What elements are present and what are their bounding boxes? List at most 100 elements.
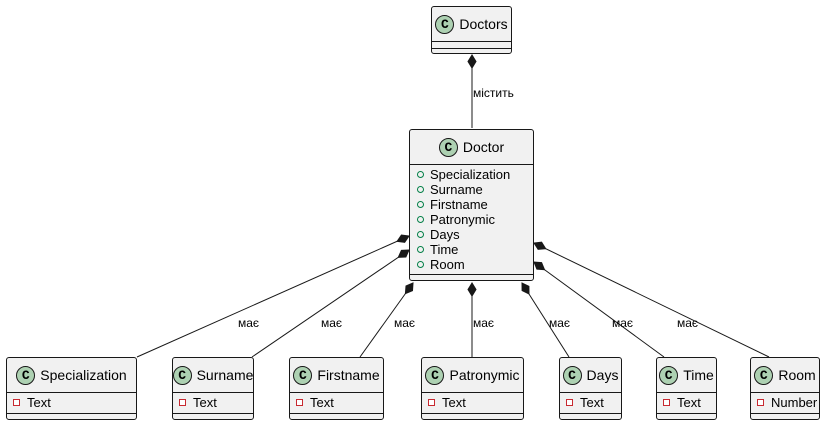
public-visibility-icon [417,261,424,268]
class-doctor-header: C Doctor [410,130,533,164]
doctor-attribute: Firstname [410,197,533,212]
class-divider [432,48,511,49]
class-surname-header: C Surname [172,358,254,392]
class-attribute-list: Text [657,395,716,410]
class-specialization-name: Specialization [40,367,127,383]
class-divider [7,413,136,414]
class-time[interactable]: C Time Text [656,357,717,420]
class-doctors[interactable]: C Doctors [431,6,512,54]
class-days[interactable]: C Days Text [559,357,622,420]
class-specialization-header: C Specialization [7,358,136,392]
relation-label: має [677,316,699,330]
class-doctors-header: C Doctors [432,7,511,41]
class-attribute: Number [751,395,819,410]
class-divider [657,413,716,414]
class-time-header: C Time [657,358,716,392]
class-c-icon: C [16,365,36,385]
class-divider [432,41,511,42]
composition-edge-room [533,242,770,358]
class-attribute-list: Text [290,395,383,410]
class-c-icon: C [172,365,192,385]
class-attribute-list: Text [7,395,136,410]
composition-diamond-icon [533,261,546,271]
relation-label: має [473,316,495,330]
class-firstname[interactable]: C Firstname Text [289,357,384,420]
public-visibility-icon [417,186,424,193]
class-divider [657,392,716,393]
class-divider [173,413,253,414]
class-attribute-list: Number [751,395,819,410]
class-attribute: Text [7,395,136,410]
class-specialization[interactable]: C Specialization Text [6,357,137,420]
private-visibility-icon [13,399,20,406]
class-divider [410,274,533,275]
public-visibility-icon [417,246,424,253]
class-c-icon: C [659,365,679,385]
class-doctor[interactable]: C Doctor Specialization Surname Firstnam… [409,129,534,281]
class-firstname-header: C Firstname [290,358,383,392]
class-divider [422,413,523,414]
composition-edge-surname [251,249,410,358]
private-visibility-icon [428,399,435,406]
class-divider [290,413,383,414]
class-attribute: Text [560,395,621,410]
relation-label: має [394,316,416,330]
class-doctor-name: Doctor [462,139,505,155]
class-divider [290,392,383,393]
class-attribute-list: Text [173,395,253,410]
doctor-attribute: Surname [410,182,533,197]
composition-diamond-icon [467,54,477,69]
class-attribute-list: Text [560,395,621,410]
class-surname-name: Surname [196,367,254,383]
class-divider [7,392,136,393]
class-room[interactable]: C Room Number [750,357,820,420]
relation-label: має [612,316,634,330]
class-c-icon: C [438,137,458,157]
class-patronymic[interactable]: C Patronymic Text [421,357,524,420]
doctor-attribute: Days [410,227,533,242]
class-firstname-name: Firstname [317,367,380,383]
class-divider [751,413,819,414]
class-patronymic-header: C Patronymic [422,358,523,392]
private-visibility-icon [296,399,303,406]
doctor-attribute-list: Specialization Surname Firstname Patrony… [410,167,533,272]
class-c-icon: C [562,365,582,385]
class-attribute: Text [657,395,716,410]
relation-label: має [321,316,343,330]
class-patronymic-name: Patronymic [449,367,520,383]
class-time-name: Time [683,367,714,383]
class-attribute: Text [173,395,253,410]
public-visibility-icon [417,231,424,238]
class-days-header: C Days [560,358,621,392]
class-divider [560,413,621,414]
public-visibility-icon [417,201,424,208]
relation-label: має [549,316,571,330]
class-surname[interactable]: C Surname Text [172,357,254,420]
relation-label: має [238,316,260,330]
doctor-attribute: Room [410,257,533,272]
public-visibility-icon [417,171,424,178]
private-visibility-icon [663,399,670,406]
doctor-attribute: Specialization [410,167,533,182]
composition-diamond-icon [404,282,414,295]
composition-edge-time [533,261,665,358]
composition-diamond-icon [467,282,477,297]
composition-edge-firstname [359,282,414,358]
composition-diamond-icon [521,282,530,295]
class-divider [422,392,523,393]
class-c-icon: C [293,365,313,385]
class-room-name: Room [778,367,816,383]
class-attribute-list: Text [422,395,523,410]
composition-edge-specialization [136,235,410,358]
class-divider [410,164,533,165]
doctor-attribute: Time [410,242,533,257]
class-c-icon: C [425,365,445,385]
doctor-attribute: Patronymic [410,212,533,227]
class-divider [751,392,819,393]
composition-diamond-icon [397,249,410,258]
class-divider [560,392,621,393]
composition-diamond-icon [396,234,410,243]
class-attribute: Text [422,395,523,410]
class-days-name: Days [586,367,619,383]
